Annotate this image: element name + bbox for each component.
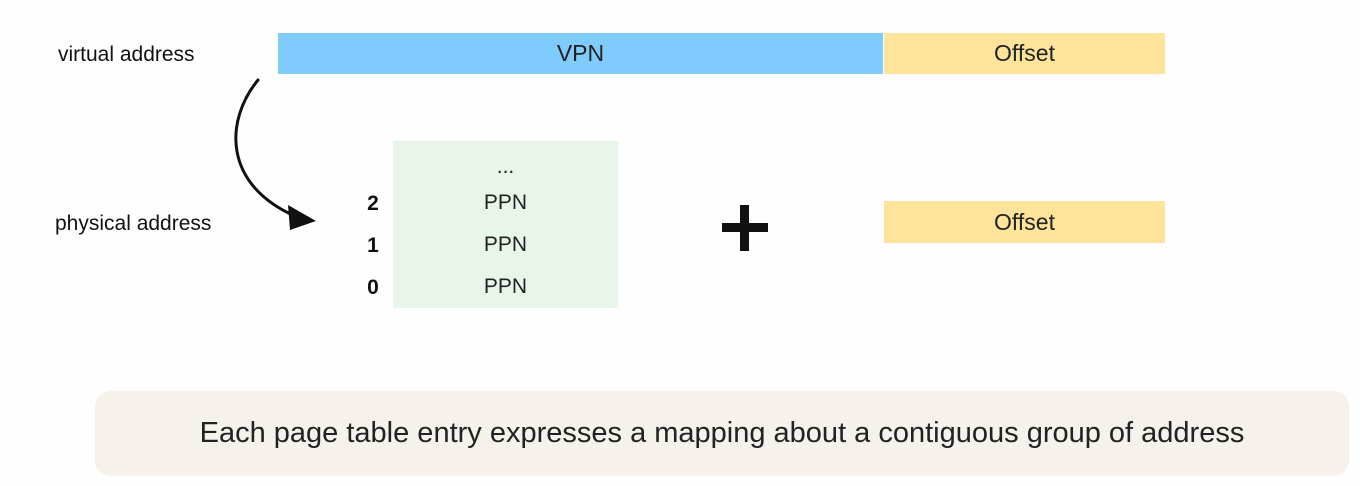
page-table-index-1: 1 [367,234,379,257]
arrowhead-icon [288,205,316,230]
page-table-entry-0: PPN [483,275,528,298]
virtual-offset-field: Offset [884,33,1165,74]
virtual-address-label: virtual address [58,43,195,66]
page-table-ellipsis: ... [496,155,515,178]
caption-box: Each page table entry expresses a mappin… [95,391,1349,476]
page-table-entry-2: PPN [483,191,528,214]
page-table-index-0: 0 [367,276,379,299]
caption-text: Each page table entry expresses a mappin… [199,417,1245,449]
page-table-index-2: 2 [367,192,379,215]
physical-offset-field: Offset [884,201,1165,243]
vpn-field: VPN [278,33,883,74]
plus-icon [722,205,768,251]
page-table-entry-1: PPN [483,233,528,256]
physical-address-label: physical address [55,212,212,235]
page-table: ... PPN PPN PPN [393,141,618,308]
